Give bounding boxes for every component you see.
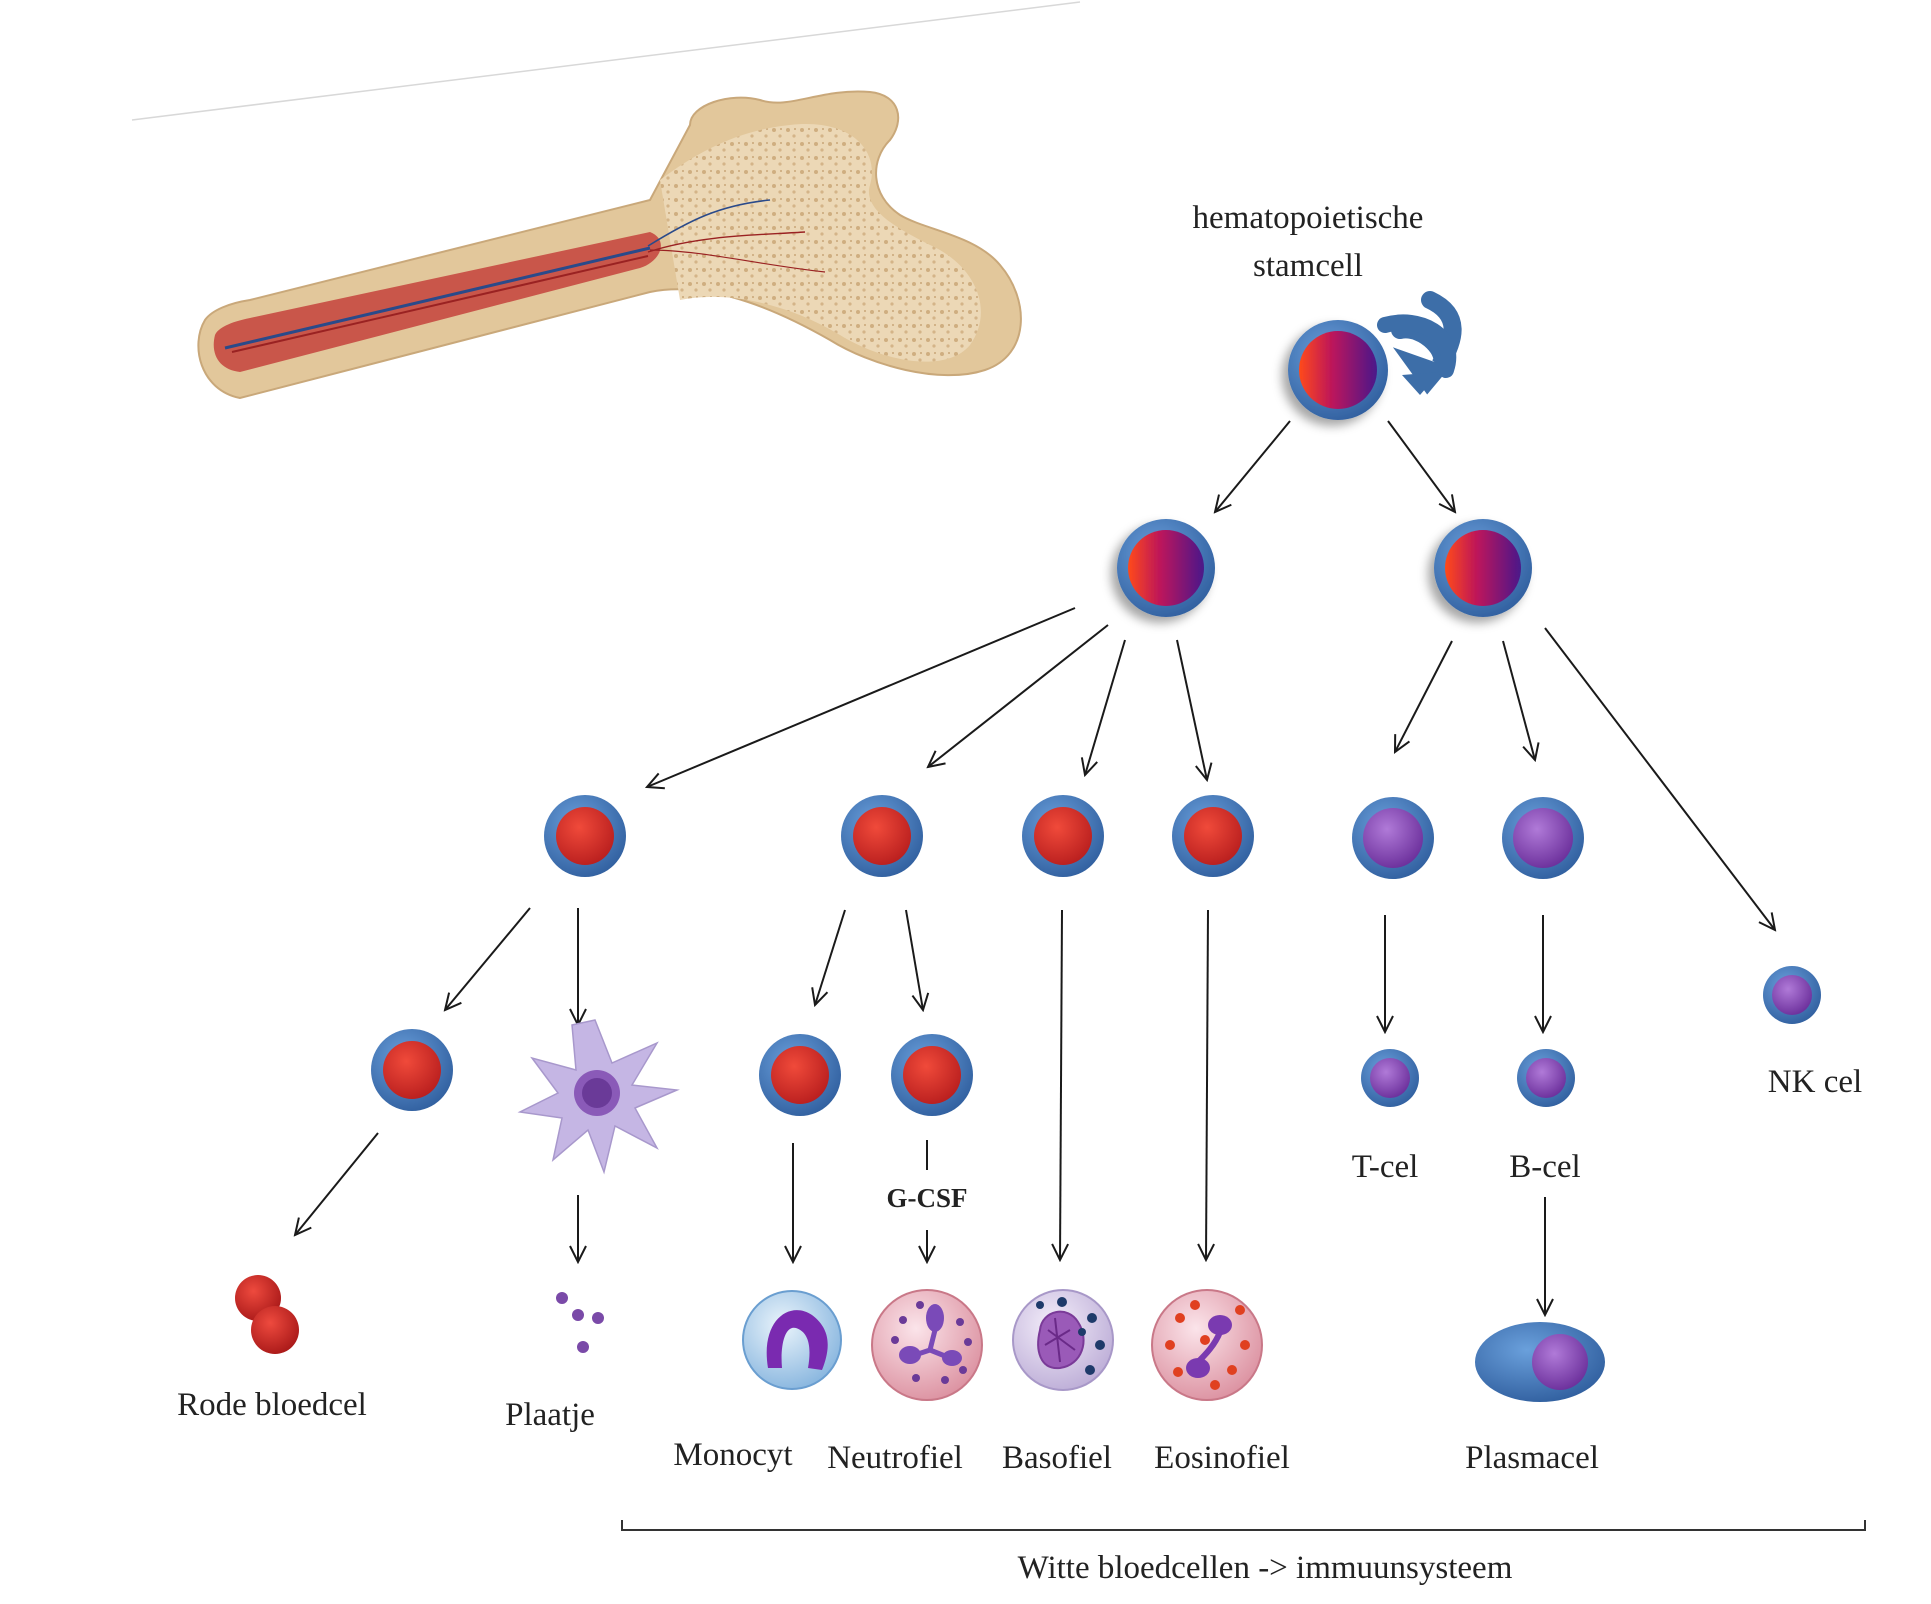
nk-cell-label: NK cel (1768, 1064, 1862, 1100)
b-cell (1517, 1049, 1575, 1107)
basophil (1012, 1289, 1114, 1391)
arrow-stem-to-myeloid (1215, 420, 1291, 512)
monocyte-label: Monocyt (673, 1437, 792, 1473)
self-renewal-arrow-icon (1377, 291, 1462, 395)
myeloblast (891, 1034, 973, 1116)
common-myeloid-progenitor (1117, 519, 1215, 617)
t-cell (1361, 1049, 1419, 1107)
arrow-to-erythroid-precursor (445, 907, 531, 1010)
arrow-myeloid-to-granulomonocytic (928, 624, 1109, 767)
platelets (556, 1292, 604, 1353)
monoblast (759, 1034, 841, 1116)
arrow-lymphoid-to-nk (1544, 627, 1775, 930)
platelet-label: Plaatje (505, 1397, 595, 1433)
eosinophil-label: Eosinofiel (1154, 1440, 1290, 1476)
t-cell-label: T-cel (1352, 1149, 1419, 1185)
nk-cell (1763, 966, 1821, 1024)
arrows (295, 420, 1775, 1315)
megakaryoerythroid-precursor (544, 795, 626, 877)
arrow-to-eosinophil (1206, 909, 1208, 1260)
arrow-myeloid-to-eosinophil-precursor (1176, 639, 1207, 780)
common-lymphoid-progenitor (1434, 519, 1532, 617)
arrow-to-basophil (1060, 909, 1062, 1260)
t-cell-precursor (1352, 797, 1434, 879)
b-cell-precursor (1502, 797, 1584, 879)
white-cells-bracket-label: Witte bloedcellen -> immuunsysteem (1018, 1550, 1513, 1586)
white-cells-bracket (621, 1520, 1866, 1531)
basophil-precursor (1022, 795, 1104, 877)
monocyte (742, 1290, 842, 1390)
arrow-lymphoid-to-t-precursor (1395, 640, 1453, 752)
basophil-label: Basofiel (1002, 1440, 1112, 1476)
plasma-cell (1475, 1322, 1605, 1402)
eosinophil-precursor (1172, 795, 1254, 877)
stem-cell-label-line2: stamcell (1253, 248, 1363, 284)
gcsf-label: G-CSF (887, 1183, 968, 1213)
neutrophil-label: Neutrofiel (827, 1440, 963, 1476)
granulomonocytic-precursor (841, 795, 923, 877)
arrow-to-monoblast (815, 909, 846, 1005)
neutrophil (871, 1289, 983, 1401)
decorative-line (131, 1, 1081, 121)
erythroid-precursor (371, 1029, 453, 1111)
stem-cell (1288, 320, 1388, 420)
red-blood-cells (235, 1275, 299, 1354)
red-blood-cell-label: Rode bloedcel (177, 1387, 367, 1423)
arrow-to-myeloblast (905, 909, 923, 1010)
b-cell-label: B-cel (1509, 1149, 1580, 1185)
stem-cell-label-line1: hematopoietische (1193, 200, 1424, 236)
bone-icon (197, 90, 1022, 400)
arrow-myeloid-to-basophil-precursor (1085, 639, 1126, 775)
eosinophil (1151, 1289, 1263, 1401)
plasma-cell-label: Plasmacel (1465, 1440, 1599, 1476)
arrow-lymphoid-to-b-precursor (1502, 640, 1535, 760)
arrow-to-red-blood-cell (295, 1132, 379, 1235)
arrow-stem-to-lymphoid (1387, 420, 1455, 512)
arrow-myeloid-to-megakaryoerythroid (647, 607, 1076, 787)
megakaryocyte (517, 1019, 680, 1175)
